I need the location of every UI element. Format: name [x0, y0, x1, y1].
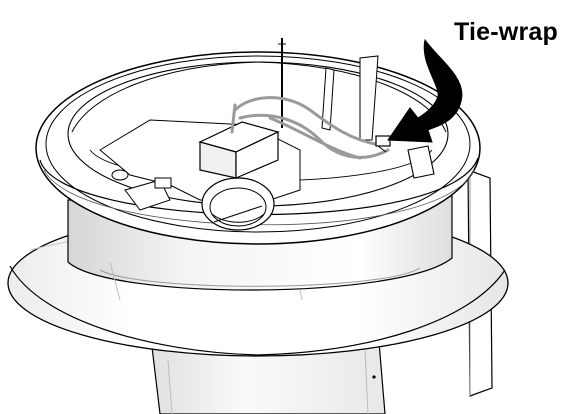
tie-wrap	[375, 135, 391, 153]
vertical-rods	[278, 38, 379, 141]
rim-tab	[407, 145, 435, 179]
junction-box	[198, 121, 280, 179]
wiring	[230, 96, 390, 160]
tie-wrap-label: Tie-wrap	[454, 18, 558, 46]
callout-arrow-icon	[387, 38, 463, 143]
center-opening	[201, 177, 275, 231]
